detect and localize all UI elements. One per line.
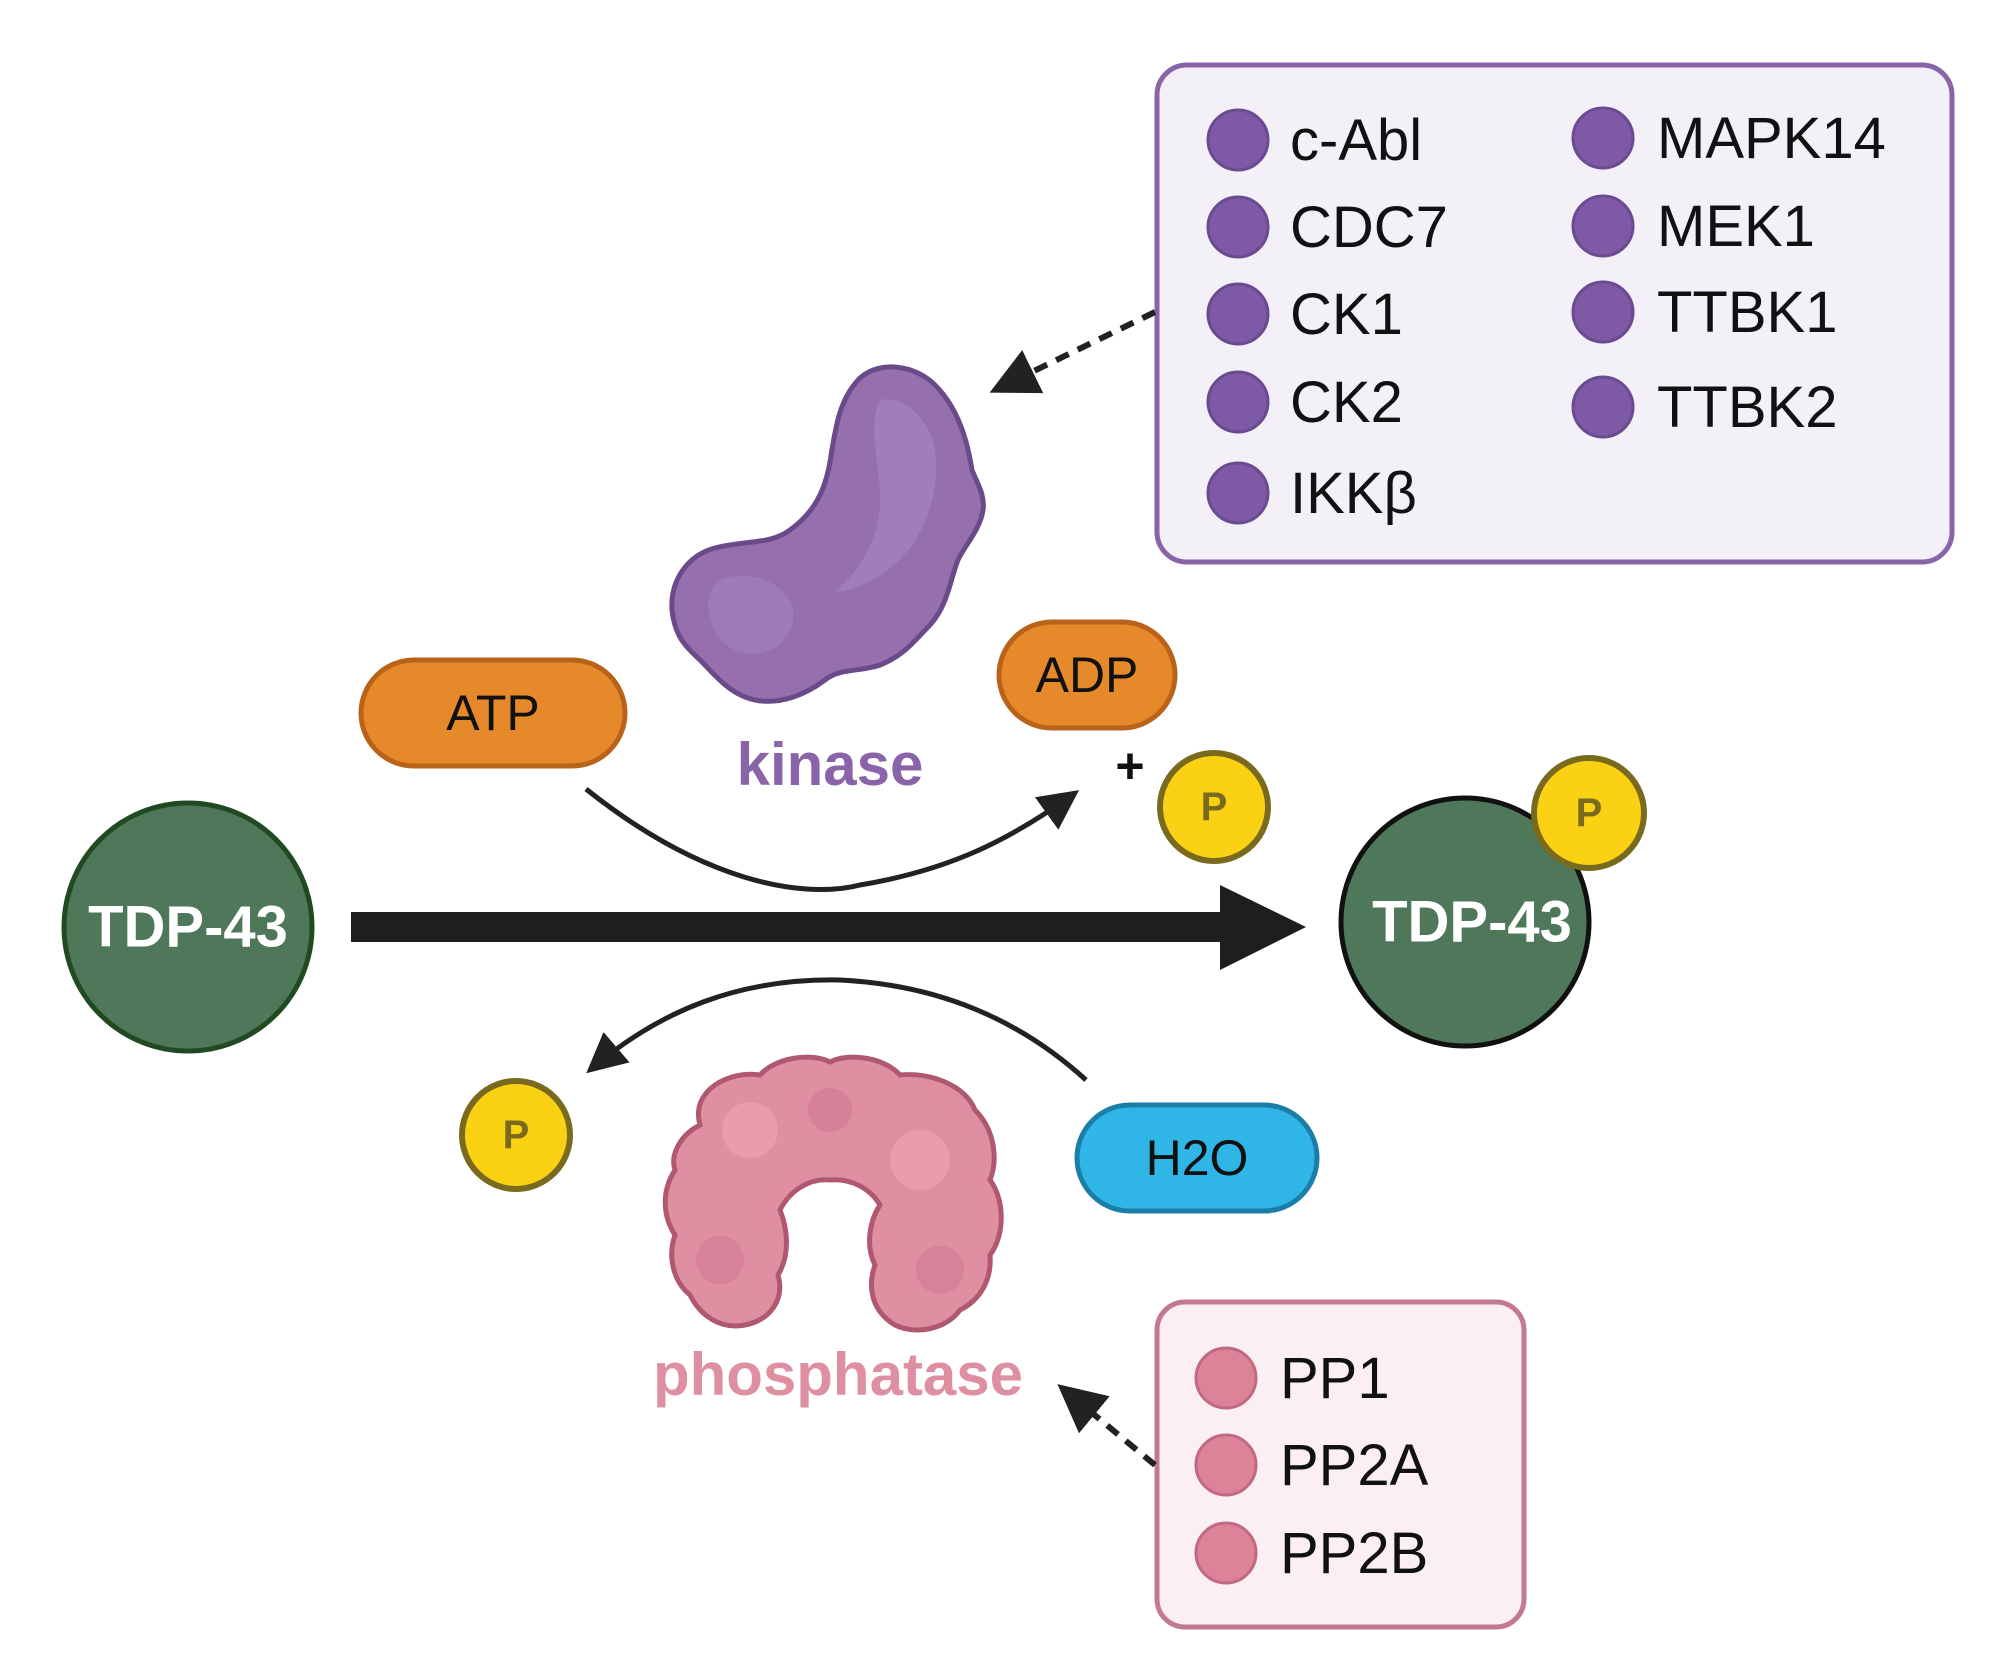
product-phosphate-icon: P (1531, 755, 1647, 871)
substrate-tdp43-label: TDP-43 (88, 895, 288, 960)
product-phosphate-label: P (1576, 791, 1603, 835)
phosphatase-bullet-icon (1194, 1433, 1258, 1497)
kinase-bullet-icon (1571, 106, 1635, 170)
phosphatase-name: PP2A (1280, 1433, 1429, 1498)
kinase-list-item: CDC7 (1206, 195, 1448, 260)
substrate-tdp43-node: TDP-43 (61, 800, 315, 1054)
kinase-name: CK1 (1290, 282, 1403, 347)
kinase-list-item: IKKβ (1206, 461, 1417, 526)
phosphatase-enzyme-icon (662, 1054, 1004, 1333)
adp-label: ADP (1036, 647, 1139, 703)
plus-sign: + (1115, 738, 1144, 794)
kinase-list-item: c-Abl (1206, 108, 1422, 173)
kinase-name: CDC7 (1290, 195, 1448, 260)
kinase-list-dashed-arrow (989, 309, 1157, 394)
kinase-bullet-icon (1571, 280, 1635, 344)
kinase-bullet-icon (1206, 195, 1270, 259)
kinase-bullet-icon (1206, 282, 1270, 346)
atp-pill: ATP (358, 657, 628, 769)
phosphatase-list-item: PP1 (1194, 1346, 1390, 1411)
main-reaction-arrow (351, 885, 1306, 970)
kinase-name: CK2 (1290, 370, 1403, 435)
kinase-list-item: CK2 (1206, 370, 1403, 435)
kinase-bullet-icon (1206, 461, 1270, 525)
phosphatase-list-item: PP2A (1194, 1433, 1429, 1498)
kinase-name: IKKβ (1290, 461, 1417, 526)
kinase-name: c-Abl (1290, 108, 1422, 173)
h2o-label: H2O (1146, 1130, 1249, 1186)
kinase-name: MAPK14 (1657, 106, 1886, 171)
phosphatase-bullet-icon (1194, 1346, 1258, 1410)
kinase-list-item: MEK1 (1571, 194, 1815, 259)
phosphatase-bullet-icon (1194, 1521, 1258, 1585)
kinase-bullet-icon (1571, 375, 1635, 439)
phosphatase-list-dashed-arrow (1057, 1384, 1157, 1468)
phosphatase-list-item: PP2B (1194, 1521, 1428, 1586)
released-phosphate-icon: P (1157, 750, 1271, 864)
product-tdp43-label: TDP-43 (1372, 890, 1572, 955)
atp-label: ATP (446, 685, 540, 741)
kinase-enzyme-icon (669, 364, 986, 704)
kinase-list-item: CK1 (1206, 282, 1403, 347)
kinase-list-item: MAPK14 (1571, 106, 1886, 171)
kinase-name: TTBK2 (1657, 375, 1838, 440)
removed-phosphate-icon: P (459, 1078, 573, 1192)
kinase-label: kinase (737, 731, 924, 798)
kinase-bullet-icon (1571, 194, 1635, 258)
kinase-list-item: TTBK2 (1571, 375, 1838, 440)
kinase-bullet-icon (1206, 370, 1270, 434)
kinase-name: MEK1 (1657, 194, 1815, 259)
kinase-name: TTBK1 (1657, 280, 1838, 345)
phosphatase-name: PP1 (1280, 1346, 1390, 1411)
product-tdp43-node: TDP-43 (1338, 795, 1592, 1049)
kinase-list-item: TTBK1 (1571, 280, 1838, 345)
phosphatase-label: phosphatase (653, 1341, 1023, 1408)
kinase-reaction-arrow (584, 787, 1080, 892)
phosphatase-name: PP2B (1280, 1521, 1428, 1586)
phosphatase-reaction-arrow (586, 977, 1088, 1082)
released-phosphate-label: P (1201, 785, 1228, 829)
kinase-list-box: c-Abl CDC7 CK1 CK2 IKKβ MAPK14 MEK1 TTB (1154, 62, 1955, 565)
h2o-pill: H2O (1074, 1102, 1320, 1214)
kinase-bullet-icon (1206, 108, 1270, 172)
removed-phosphate-label: P (503, 1113, 530, 1157)
adp-pill: ADP (996, 619, 1178, 731)
phosphatase-list-box: PP1 PP2A PP2B (1154, 1299, 1527, 1630)
